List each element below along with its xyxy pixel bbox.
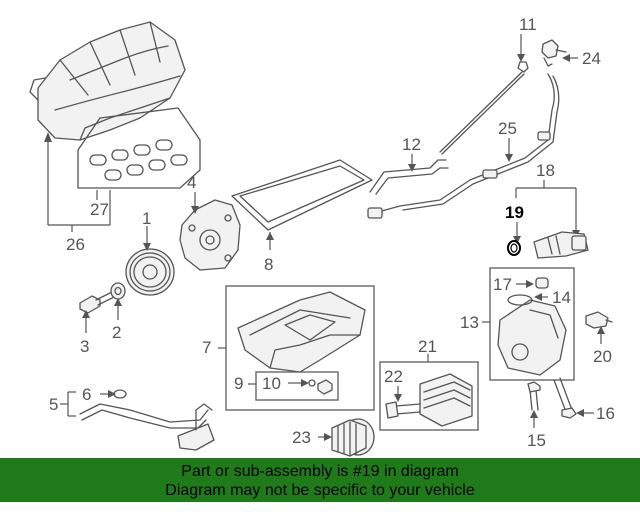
callout-20: 20 [593, 347, 612, 366]
bolt-15 [527, 381, 541, 411]
oil-pressure-sensor [541, 39, 567, 67]
crankshaft-pulley [125, 248, 175, 296]
callout-18: 18 [536, 161, 555, 180]
callout-2: 2 [112, 323, 121, 342]
parts-diagram: 11 24 12 25 18 19 4 1 27 26 8 17 14 13 2… [29, 15, 615, 457]
info-banner: Part or sub-assembly is #19 in diagram D… [0, 458, 640, 502]
intake-manifold [29, 21, 186, 141]
callout-8: 8 [264, 255, 273, 274]
crank-washer [110, 282, 126, 300]
banner-line-disclaimer: Diagram may not be specific to your vehi… [165, 482, 475, 499]
callout-27: 27 [90, 200, 109, 219]
drain-plug-box [255, 371, 339, 401]
bolt-16 [553, 377, 577, 419]
callout-23: 23 [292, 428, 311, 447]
seal-17 [535, 277, 549, 289]
callout-24: 24 [582, 49, 601, 68]
callout-9: 9 [234, 374, 243, 393]
wiring-harness [367, 73, 560, 219]
oil-cooler [419, 373, 473, 427]
o-ring-19 [507, 240, 521, 256]
callout-5: 5 [49, 395, 58, 414]
callout-26: 26 [66, 235, 85, 254]
drain-plug [317, 379, 333, 395]
callout-16: 16 [596, 404, 615, 423]
callout-25: 25 [498, 119, 517, 138]
callout-22: 22 [384, 367, 403, 386]
crank-bolt [79, 291, 115, 314]
oil-pickup-tube [79, 403, 215, 451]
callout-3: 3 [80, 337, 89, 356]
oil-dipstick [439, 61, 529, 155]
callout-14: 14 [552, 288, 571, 307]
intake-gasket-set [77, 107, 201, 189]
oil-pan-gasket [231, 159, 373, 231]
oil-pump [179, 199, 241, 271]
dipstick-tube [369, 159, 449, 195]
callout-1: 1 [142, 209, 151, 228]
cooler-bolt [385, 401, 421, 419]
callout-21: 21 [418, 337, 437, 356]
sensor-20 [585, 311, 613, 329]
pickup-gasket [113, 389, 127, 399]
banner-line-part: Part or sub-assembly is #19 in diagram [181, 463, 459, 480]
callout-11: 11 [519, 15, 537, 34]
timing-cover-box [489, 267, 575, 381]
callout-15: 15 [527, 431, 546, 450]
callout-6: 6 [82, 385, 91, 404]
callout-7: 7 [202, 338, 211, 357]
drain-plug-washer [308, 379, 316, 387]
oil-cooler-box [379, 361, 479, 431]
callout-4: 4 [187, 173, 196, 192]
callout-13: 13 [460, 313, 479, 332]
callout-17: 17 [493, 275, 512, 294]
callout-10: 10 [262, 374, 281, 393]
timing-cover [497, 299, 567, 376]
callout-12: 12 [402, 135, 421, 154]
oil-pan [237, 291, 366, 373]
gasket-14 [507, 294, 533, 306]
oil-filter [331, 418, 375, 457]
vct-solenoid [533, 231, 589, 259]
callout-19: 19 [505, 203, 524, 222]
